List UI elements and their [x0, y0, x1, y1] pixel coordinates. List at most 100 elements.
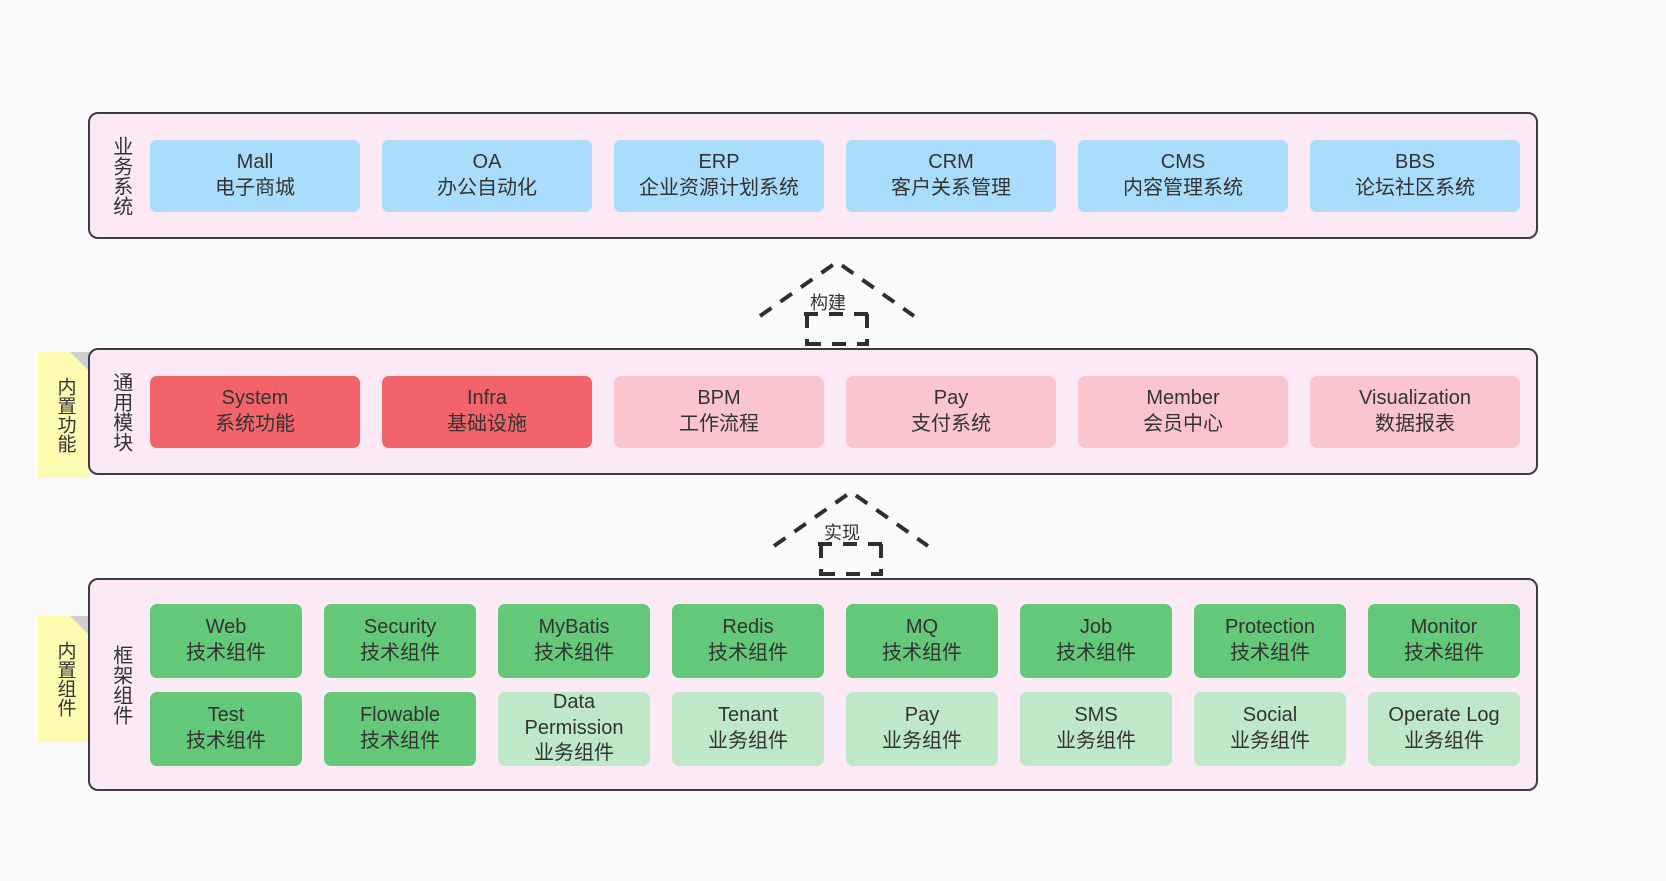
node-title: ERP — [698, 150, 740, 173]
node-bpm[interactable]: BPM 工作流程 — [614, 375, 824, 448]
node-title: CMS — [1160, 150, 1206, 173]
node-title: Test — [207, 703, 245, 726]
node-subtitle: 客户关系管理 — [891, 176, 1011, 199]
node-mq[interactable]: MQ 技术组件 — [846, 603, 998, 678]
node-oa[interactable]: OA 办公自动化 — [382, 139, 592, 212]
node-title: Job — [1079, 615, 1113, 638]
connector-label-realize: 实现 — [824, 523, 860, 543]
note-fold-corner-icon — [70, 352, 90, 372]
node-tenant[interactable]: Tenant 业务组件 — [672, 691, 824, 766]
node-cms[interactable]: CMS 内容管理系统 — [1078, 139, 1288, 212]
layer-body-common-module: System 系统功能 Infra 基础设施 BPM 工作流程 Pay 支付系统… — [140, 350, 1536, 473]
node-infra[interactable]: Infra 基础设施 — [382, 375, 592, 448]
node-redis[interactable]: Redis 技术组件 — [672, 603, 824, 678]
connector-build — [752, 256, 922, 346]
node-title: CRM — [928, 150, 974, 173]
node-title: Protection — [1224, 615, 1316, 638]
sticky-note-label: 内置功能 — [54, 377, 76, 453]
sticky-note-label: 内置组件 — [54, 641, 76, 717]
node-row: Test 技术组件 Flowable 技术组件 Data Permission … — [150, 691, 1520, 766]
node-security[interactable]: Security 技术组件 — [324, 603, 476, 678]
node-title: Flowable — [359, 703, 441, 726]
node-title: Visualization — [1359, 386, 1471, 409]
node-subtitle: 业务组件 — [1230, 729, 1310, 752]
node-subtitle: 技术组件 — [186, 641, 266, 664]
node-subtitle: 支付系统 — [911, 412, 991, 435]
node-title: BPM — [697, 386, 741, 409]
node-job[interactable]: Job 技术组件 — [1020, 603, 1172, 678]
node-title: MQ — [905, 615, 939, 638]
node-member[interactable]: Member 会员中心 — [1078, 375, 1288, 448]
node-system[interactable]: System 系统功能 — [150, 375, 360, 448]
node-subtitle: 业务组件 — [708, 729, 788, 752]
layer-title-framework-component: 框架组件 — [109, 644, 132, 725]
node-title: Infra — [466, 386, 508, 409]
node-test[interactable]: Test 技术组件 — [150, 691, 302, 766]
dashed-generalization-arrow-icon — [772, 489, 930, 576]
node-subtitle: 业务组件 — [882, 729, 962, 752]
note-fold-corner-icon — [70, 616, 90, 636]
node-subtitle: 办公自动化 — [437, 176, 537, 199]
node-subtitle: 技术组件 — [1404, 641, 1484, 664]
node-row: System 系统功能 Infra 基础设施 BPM 工作流程 Pay 支付系统… — [150, 375, 1520, 448]
node-title: MyBatis — [538, 615, 610, 638]
node-title: Data Permission — [524, 691, 624, 739]
node-subtitle: 业务组件 — [1056, 729, 1136, 752]
sticky-note-builtin-component: 内置组件 — [38, 616, 90, 742]
node-title: System — [221, 386, 289, 409]
node-title: Operate Log — [1388, 703, 1500, 726]
node-mybatis[interactable]: MyBatis 技术组件 — [498, 603, 650, 678]
node-social[interactable]: Social 业务组件 — [1194, 691, 1346, 766]
node-subtitle: 业务组件 — [534, 742, 614, 765]
node-subtitle: 技术组件 — [360, 729, 440, 752]
node-operate-log[interactable]: Operate Log 业务组件 — [1368, 691, 1520, 766]
node-title: Monitor — [1410, 615, 1478, 638]
node-subtitle: 工作流程 — [679, 412, 759, 435]
node-erp[interactable]: ERP 企业资源计划系统 — [614, 139, 824, 212]
node-subtitle: 技术组件 — [534, 641, 614, 664]
node-title: OA — [472, 150, 502, 173]
node-subtitle: 电子商城 — [215, 176, 295, 199]
node-web[interactable]: Web 技术组件 — [150, 603, 302, 678]
node-title: Pay — [933, 386, 969, 409]
node-data-permission[interactable]: Data Permission 业务组件 — [498, 691, 650, 766]
node-subtitle: 技术组件 — [186, 729, 266, 752]
node-subtitle: 技术组件 — [360, 641, 440, 664]
node-crm[interactable]: CRM 客户关系管理 — [846, 139, 1056, 212]
node-title: Tenant — [717, 703, 779, 726]
node-title: Redis — [722, 615, 774, 638]
node-subtitle: 技术组件 — [882, 641, 962, 664]
layer-title-business-system: 业务系统 — [109, 135, 132, 216]
node-bbs[interactable]: BBS 论坛社区系统 — [1310, 139, 1520, 212]
node-title: Mall — [236, 150, 274, 173]
node-subtitle: 内容管理系统 — [1123, 176, 1243, 199]
layer-business-system: 业务系统 Mall 电子商城 OA 办公自动化 ERP 企业资源计划系统 CRM… — [88, 112, 1538, 239]
connector-label-build: 构建 — [810, 293, 846, 313]
node-subtitle: 技术组件 — [1056, 641, 1136, 664]
node-title: Member — [1146, 386, 1220, 409]
node-row: Web 技术组件 Security 技术组件 MyBatis 技术组件 Redi… — [150, 603, 1520, 678]
node-pay-component[interactable]: Pay 业务组件 — [846, 691, 998, 766]
node-visualization[interactable]: Visualization 数据报表 — [1310, 375, 1520, 448]
layer-framework-component: 框架组件 Web 技术组件 Security 技术组件 MyBatis 技术组件… — [88, 578, 1538, 791]
node-mall[interactable]: Mall 电子商城 — [150, 139, 360, 212]
node-subtitle: 系统功能 — [215, 412, 295, 435]
node-subtitle: 技术组件 — [1230, 641, 1310, 664]
layer-body-framework-component: Web 技术组件 Security 技术组件 MyBatis 技术组件 Redi… — [140, 580, 1536, 789]
node-title: Pay — [904, 703, 940, 726]
layer-title-common-module: 通用模块 — [109, 371, 132, 452]
node-subtitle: 会员中心 — [1143, 412, 1223, 435]
dashed-generalization-arrow-icon — [758, 259, 916, 346]
node-pay-module[interactable]: Pay 支付系统 — [846, 375, 1056, 448]
node-monitor[interactable]: Monitor 技术组件 — [1368, 603, 1520, 678]
node-flowable[interactable]: Flowable 技术组件 — [324, 691, 476, 766]
connector-realize — [766, 486, 936, 576]
layer-common-module: 通用模块 System 系统功能 Infra 基础设施 BPM 工作流程 Pay… — [88, 348, 1538, 475]
node-protection[interactable]: Protection 技术组件 — [1194, 603, 1346, 678]
node-title: Web — [205, 615, 247, 638]
node-subtitle: 企业资源计划系统 — [639, 176, 799, 199]
node-title: SMS — [1074, 703, 1118, 726]
node-sms[interactable]: SMS 业务组件 — [1020, 691, 1172, 766]
sticky-note-builtin-function: 内置功能 — [38, 352, 90, 478]
